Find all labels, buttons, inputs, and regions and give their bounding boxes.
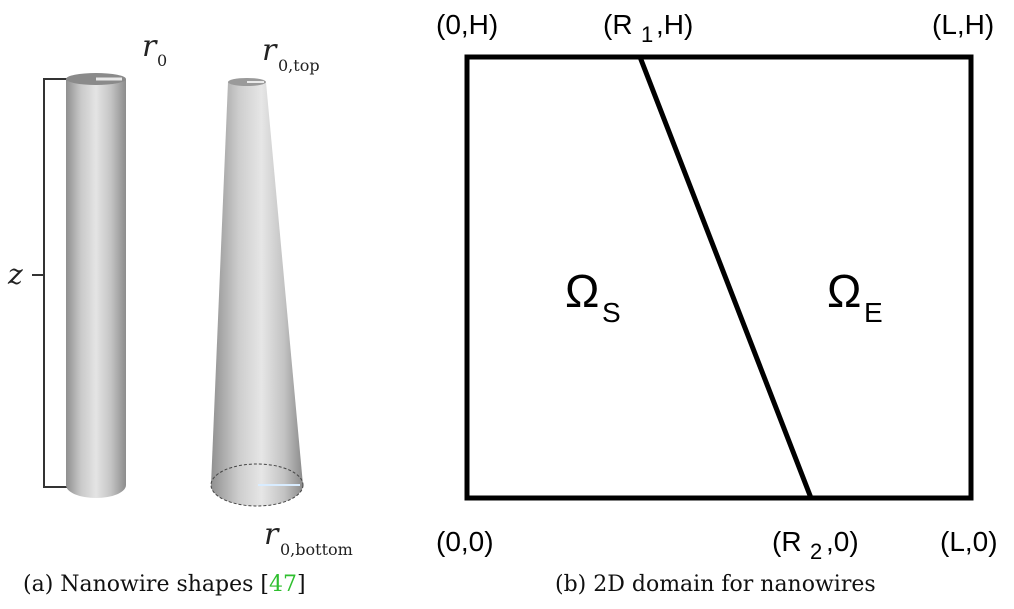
cylinder-nanowire	[66, 73, 126, 498]
omega-s-label: ΩS	[565, 265, 621, 328]
corner-top-left: (0,H)	[436, 9, 498, 40]
domain-boundary	[464, 54, 974, 501]
citation-link[interactable]: 47	[269, 572, 297, 597]
interface-line	[637, 56, 814, 499]
caption-a-text: (a) Nanowire shapes [	[23, 572, 269, 597]
corner-bottom-right: (L,0)	[940, 526, 998, 557]
omega-e-label: ΩE	[827, 265, 883, 328]
corner-top-right: (L,H)	[932, 9, 994, 40]
z-label: z	[7, 258, 23, 291]
corner-bottom-left: (0,0)	[436, 526, 494, 557]
r0-label: r0	[142, 29, 167, 70]
caption-a: (a) Nanowire shapes [47]	[23, 572, 306, 597]
tapered-nanowire	[210, 78, 304, 507]
bottom-dashed-ellipse	[210, 463, 304, 507]
caption-b: (b) 2D domain for nanowires	[555, 572, 876, 597]
caption-a-close: ]	[297, 572, 306, 597]
